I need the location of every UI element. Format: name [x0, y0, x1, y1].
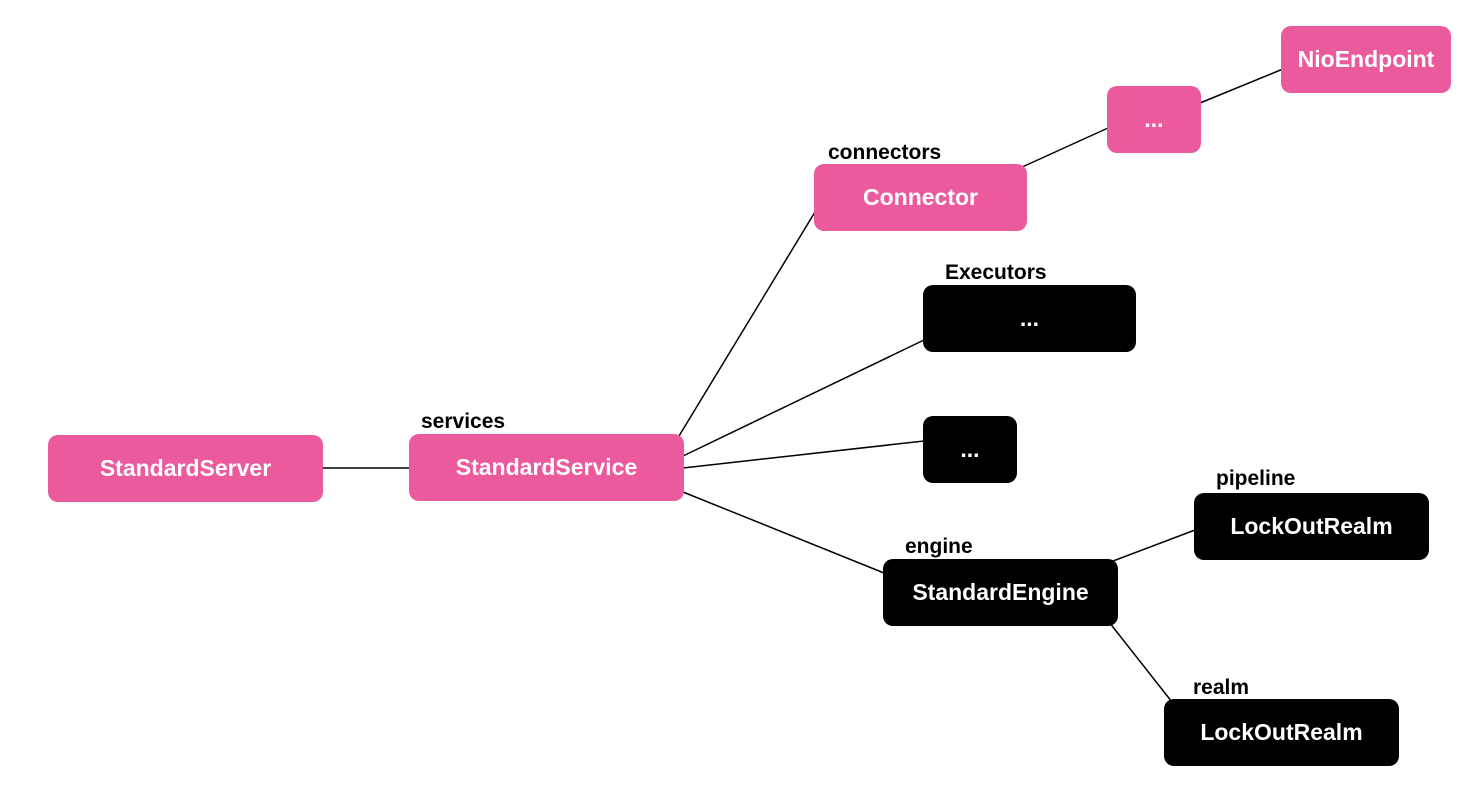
edge-service-ellipsis [682, 440, 925, 469]
edge-service-engine [682, 491, 885, 574]
node-connector-text: Connector [863, 184, 978, 210]
node-nio-endpoint-text: NioEndpoint [1297, 46, 1435, 72]
edge-ellipsis-nioendpoint [1199, 68, 1284, 104]
label-pipeline: pipeline [1216, 467, 1296, 490]
node-nio-endpoint[interactable]: NioEndpoint [1281, 26, 1451, 93]
node-connector-ellipsis-text: ... [1144, 106, 1164, 132]
edge-service-executors [682, 339, 925, 457]
edge-service-connector [678, 211, 816, 437]
label-engine: engine [905, 535, 973, 558]
edge-engine-pipeline [1112, 529, 1196, 562]
label-connectors: connectors [828, 141, 942, 164]
node-pipeline-lockoutrealm[interactable]: LockOutRealm [1194, 493, 1429, 560]
label-executors: Executors [945, 261, 1047, 284]
node-standard-server-text: StandardServer [99, 455, 272, 481]
node-pipeline-lockoutrealm-text: LockOutRealm [1230, 513, 1393, 539]
node-service-ellipsis[interactable]: ... [923, 416, 1017, 483]
node-executors-ellipsis[interactable]: ... [923, 285, 1136, 352]
node-realm-lockoutrealm-text: LockOutRealm [1200, 719, 1363, 745]
edge-engine-realm [1108, 621, 1173, 703]
node-executors-ellipsis-text: ... [1019, 305, 1040, 331]
node-connector-ellipsis[interactable]: ... [1107, 86, 1201, 153]
node-service-ellipsis-text: ... [960, 436, 980, 462]
node-connector[interactable]: Connector [814, 164, 1027, 231]
node-standard-server[interactable]: StandardServer [48, 435, 323, 502]
node-standard-service-text: StandardService [455, 454, 638, 480]
label-realm: realm [1193, 676, 1250, 699]
label-services: services [421, 410, 506, 433]
node-standard-engine[interactable]: StandardEngine [883, 559, 1118, 626]
edge-connector-ellipsis [1019, 127, 1109, 169]
node-realm-lockoutrealm[interactable]: LockOutRealm [1164, 699, 1399, 766]
node-standard-engine-text: StandardEngine [912, 579, 1089, 605]
node-standard-service[interactable]: StandardService [409, 434, 684, 501]
